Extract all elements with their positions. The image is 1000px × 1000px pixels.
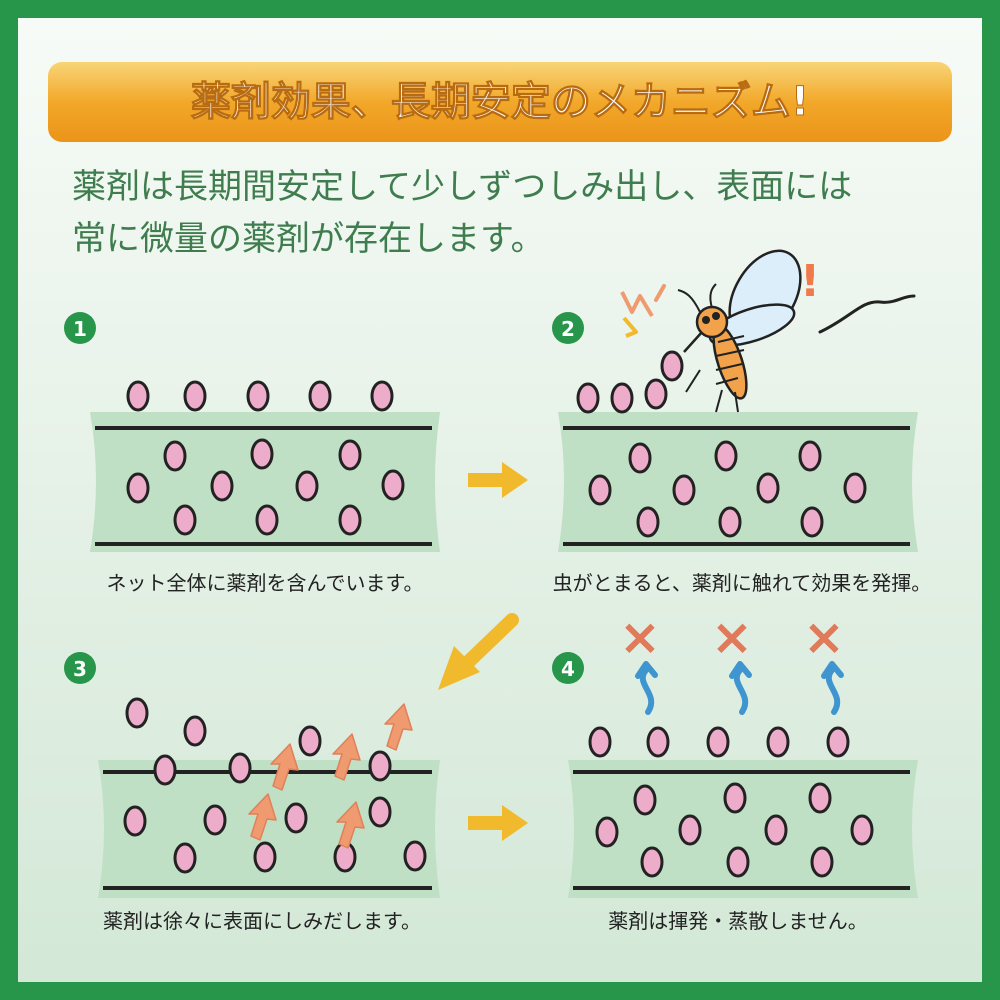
shock-mark-icon (620, 284, 666, 338)
x-mark-icon: × (619, 608, 661, 666)
mosquito-icon (677, 249, 802, 413)
step-4-badge (552, 652, 584, 684)
x-mark-icon: × (803, 608, 845, 666)
step-1: 1 ネット全体に薬剤を含んでいます。 (64, 312, 440, 595)
step-3-badge (64, 652, 96, 684)
step-3-number: 3 (73, 657, 87, 681)
alert-mark-icon: ! (800, 256, 820, 307)
x-marks: × × × (619, 608, 845, 666)
x-mark-icon: × (711, 608, 753, 666)
step-3-caption: 薬剤は徐々に表面にしみだします。 (103, 909, 421, 933)
subtitle-line-1: 薬剤は長期間安定して少しずつしみ出し、表面には (72, 167, 852, 207)
flight-path-line (818, 294, 916, 334)
title-banner (48, 62, 952, 142)
step-1-badge (64, 312, 96, 344)
step-1-caption: ネット全体に薬剤を含んでいます。 (107, 571, 424, 595)
step-2-caption: 虫がとまると、薬剤に触れて効果を発揮。 (553, 571, 932, 595)
subtitle-line-2: 常に微量の薬剤が存在します。 (72, 219, 545, 259)
arrow-step1-to-step2 (468, 462, 528, 498)
step-4-number: 4 (561, 657, 575, 681)
step-4: 4 × × (552, 608, 918, 933)
step-2-number: 2 (561, 317, 575, 341)
step-2: 2 (552, 249, 932, 595)
step-4-caption: 薬剤は揮発・蒸散しません。 (608, 909, 867, 933)
page-title: 薬剤効果、長期安定のメカニズム! (191, 79, 809, 125)
step-2-badge (552, 312, 584, 344)
step-3: 3 薬剤は徐 (64, 652, 440, 933)
arrow-step3-to-step4 (468, 805, 528, 841)
step-3-net (98, 760, 440, 898)
arrow-step2-to-step3 (438, 613, 519, 690)
step-1-number: 1 (73, 317, 87, 341)
